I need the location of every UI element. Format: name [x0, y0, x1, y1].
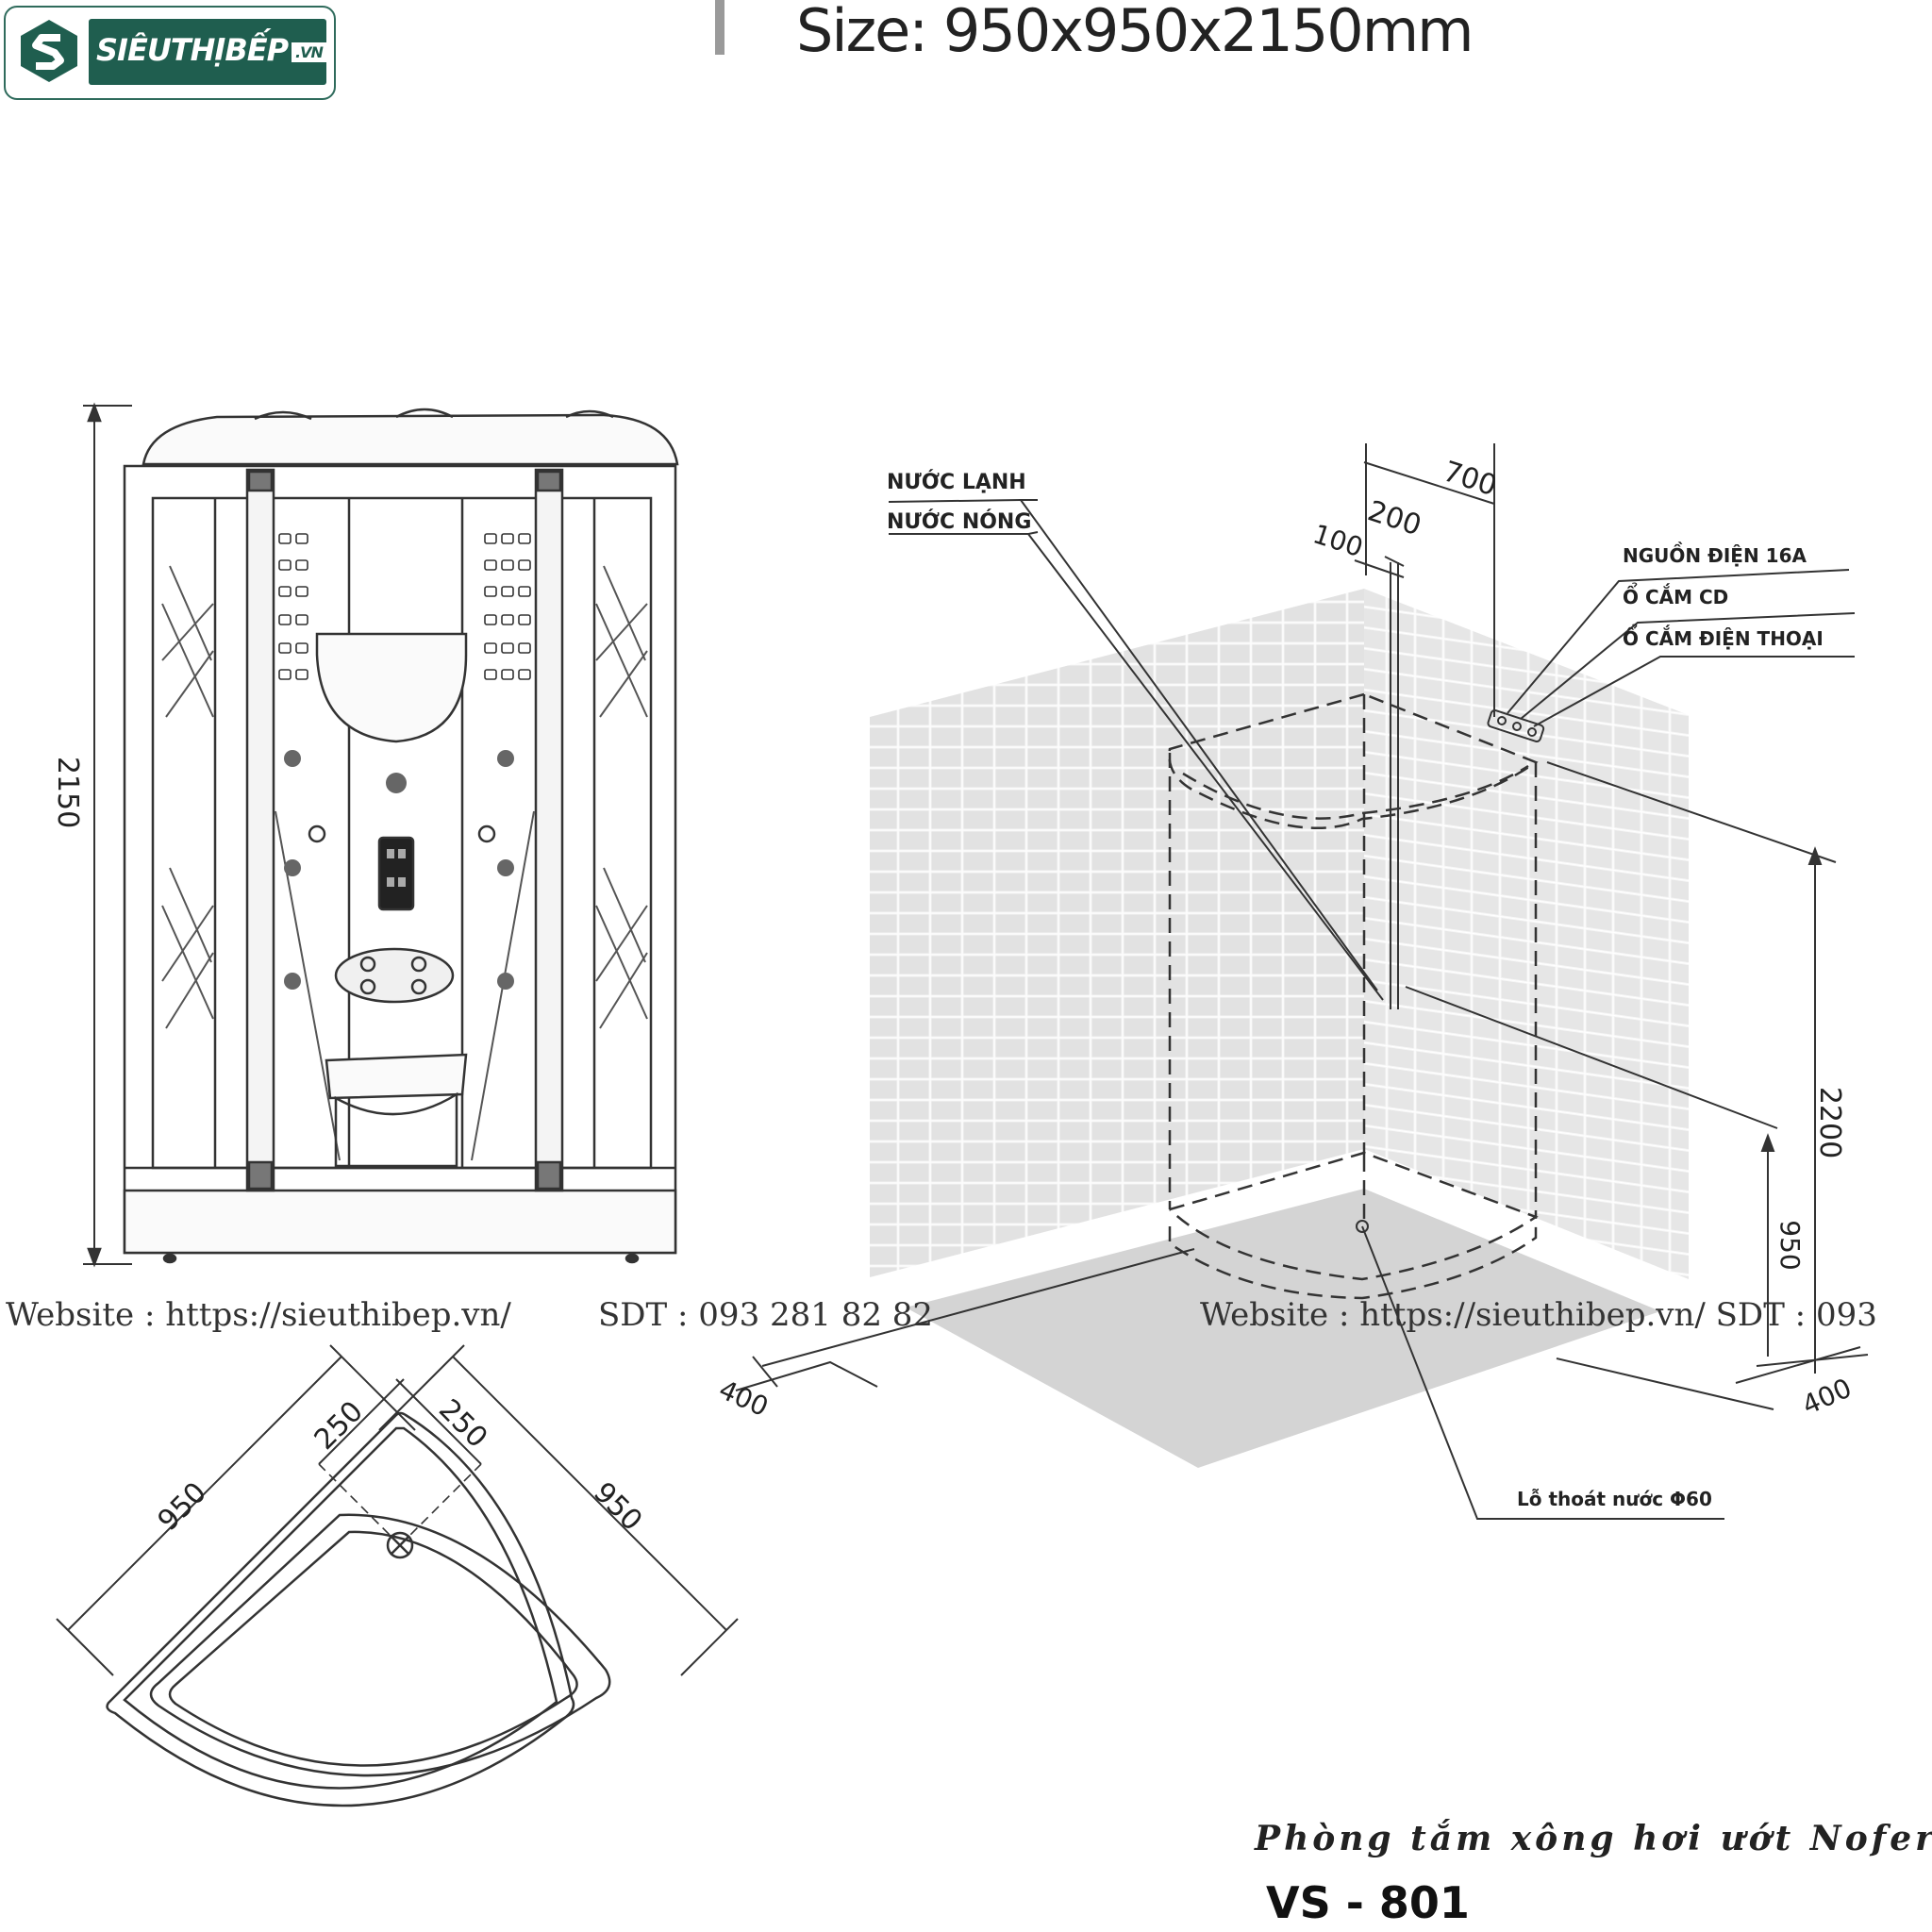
label-cd-socket: Ổ CẮM CD: [1623, 583, 1728, 608]
logo-band: [89, 19, 326, 85]
front-elevation-view: [83, 402, 679, 1268]
iso-dim-100: 100: [1309, 518, 1367, 563]
iso-dim-2200: 2200: [1813, 1087, 1846, 1158]
label-power-source: NGUỒN ĐIỆN 16A: [1623, 542, 1807, 567]
plan-dim-right-250: 250: [432, 1393, 493, 1455]
iso-dim-950: 950: [1774, 1220, 1806, 1270]
iso-dim-700: 700: [1440, 455, 1501, 503]
isometric-view: NƯỚC LẠNH NƯỚC NÓNG NGUỒN ĐIỆN 16A Ổ CẮM…: [714, 443, 1869, 1520]
product-name: Phòng tắm xông hơi ướt Nofer: [1255, 1819, 1932, 1858]
watermark-right-text: Website : https://sieuthibep.vn/ SDT : 0…: [1200, 1296, 1877, 1334]
watermark-left-website: Website : https://sieuthibep.vn/: [6, 1296, 511, 1334]
plan-dim-left-950: 950: [152, 1476, 213, 1538]
iso-dim-400-right: 400: [1797, 1373, 1856, 1422]
watermark-left-phone: SDT : 093 281 82 82: [598, 1296, 934, 1334]
plan-view: [56, 1344, 739, 1807]
logo-brand-text: SIÊUTHỊBẾP: [96, 32, 289, 68]
iso-dim-200: 200: [1364, 494, 1425, 542]
brand-logo[interactable]: SIÊUTHỊBẾP.VN: [4, 6, 336, 100]
logo-hexagon-icon: [21, 20, 77, 82]
size-title: Size: 950x950x2150mm: [796, 0, 1474, 65]
label-hot-water: NƯỚC NÓNG: [887, 509, 1031, 534]
plan-dim-left-250: 250: [308, 1395, 370, 1457]
logo-tld-text: .VN: [291, 42, 326, 62]
header-divider: [715, 0, 724, 55]
logo-text: SIÊUTHỊBẾP.VN: [96, 32, 326, 68]
label-phone-socket: Ổ CẮM ĐIỆN THOẠI: [1623, 625, 1824, 650]
model-code: VS - 801: [1266, 1877, 1470, 1928]
front-height-dim: 2150: [51, 757, 84, 828]
label-drain-hole: Lỗ thoát nước Φ60: [1517, 1488, 1712, 1510]
label-cold-water: NƯỚC LẠNH: [887, 470, 1026, 494]
plan-dim-right-950: 950: [587, 1476, 648, 1538]
